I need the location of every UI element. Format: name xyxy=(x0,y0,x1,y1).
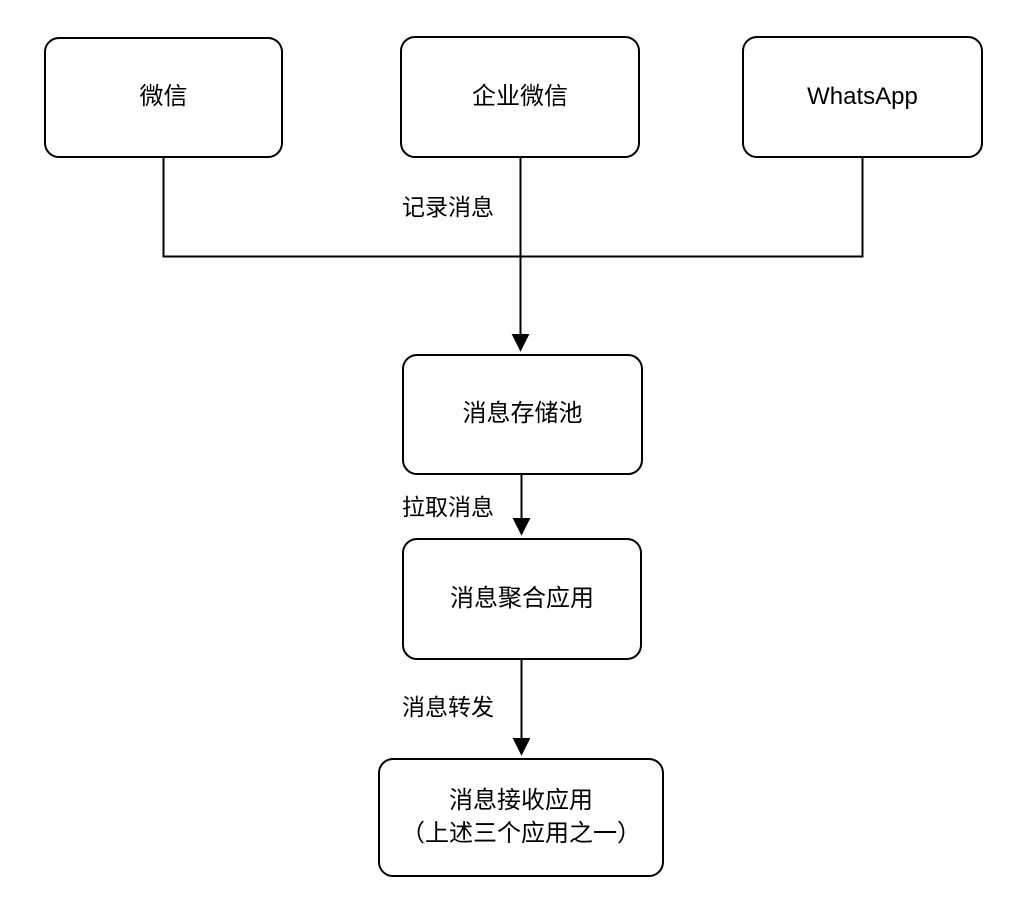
node-message-aggregation-app-label: 消息聚合应用 xyxy=(450,584,594,612)
node-message-aggregation-app: 消息聚合应用 xyxy=(402,538,642,660)
node-message-storage-pool-label: 消息存储池 xyxy=(462,400,583,428)
node-whatsapp: WhatsApp xyxy=(742,36,983,158)
node-wechat: 微信 xyxy=(44,37,283,158)
node-message-receiver-app: 消息接收应用 （上述三个应用之一） xyxy=(378,758,664,877)
merge-connector-line xyxy=(162,158,864,258)
node-wecom: 企业微信 xyxy=(400,36,640,158)
node-whatsapp-label: WhatsApp xyxy=(807,82,918,110)
node-message-storage-pool: 消息存储池 xyxy=(402,354,643,475)
edge-label-forward-message: 消息转发 xyxy=(402,694,494,720)
node-message-receiver-app-label-line1: 消息接收应用 xyxy=(449,787,593,815)
node-wechat-label: 微信 xyxy=(139,83,188,111)
node-wecom-label: 企业微信 xyxy=(472,82,568,110)
edge-label-record-message: 记录消息 xyxy=(402,194,494,220)
edge-label-pull-message: 拉取消息 xyxy=(402,494,494,520)
node-message-receiver-app-label-line2: （上述三个应用之一） xyxy=(401,819,641,847)
